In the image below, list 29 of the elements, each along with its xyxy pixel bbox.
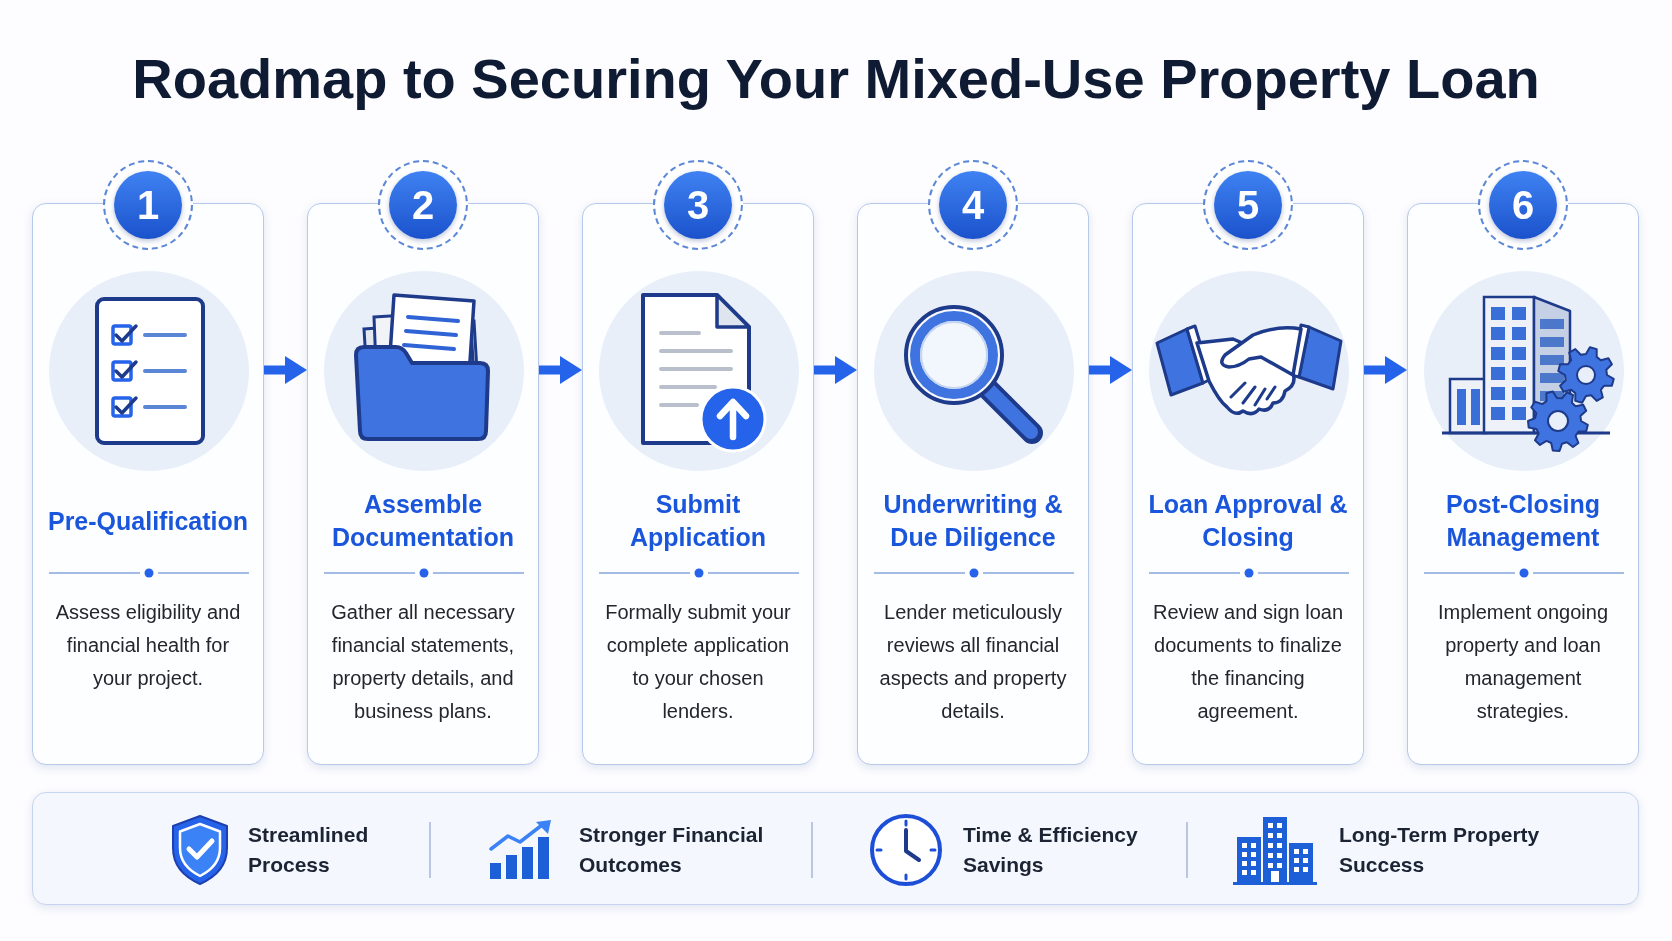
step-number: 2	[389, 171, 457, 239]
step-description: Assess eligibility and financial health for your project.	[54, 600, 242, 691]
arrow	[814, 356, 857, 384]
arrow	[1089, 356, 1132, 384]
step-description: Gather all necessary financial statements, property details, and business plans.	[330, 600, 516, 724]
step-number: 5	[1214, 171, 1282, 239]
step-description: Formally submit your complete application to your chosen lenders.	[604, 600, 792, 724]
title: Roadmap to Securing Your Mixed-Use Property Loan	[132, 46, 1540, 112]
step-heading: Assemble Documentation	[331, 489, 515, 553]
arrow	[1364, 356, 1407, 384]
step-description: Review and sign loan documents to finalize the financing agreement.	[1151, 600, 1345, 724]
benefit-label: Stronger Financial Outcomes	[579, 821, 765, 878]
benefit-label: Long-Term Property Success	[1339, 821, 1541, 878]
step-number: 4	[939, 171, 1007, 239]
step-heading: Post-Closing Management	[1444, 489, 1602, 553]
benefit-label: Time & Efficiency Savings	[963, 821, 1139, 878]
arrow	[539, 356, 582, 384]
step-number: 6	[1489, 171, 1557, 239]
step-number: 3	[664, 171, 732, 239]
benefits-panel	[32, 792, 1639, 905]
benefit-label: Streamlined Process	[248, 821, 370, 878]
step-heading: Loan Approval & Closing	[1147, 489, 1349, 553]
step-heading: Submit Application	[628, 489, 768, 553]
step-heading: Underwriting & Due Diligence	[882, 489, 1064, 553]
arrow	[264, 356, 307, 384]
step-description: Lender meticulously reviews all financial aspects and property details.	[878, 600, 1068, 724]
step-heading: Pre-Qualification	[47, 505, 248, 537]
step-description: Implement ongoing property and loan management strategies.	[1436, 600, 1610, 724]
step-number: 1	[114, 171, 182, 239]
